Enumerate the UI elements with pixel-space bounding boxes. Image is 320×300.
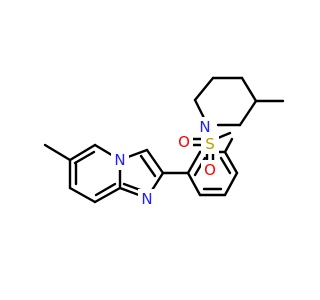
bond-layer <box>43 76 285 204</box>
atom-sulfur: S <box>201 134 219 154</box>
atom-n-imidazole: N <box>138 189 156 209</box>
bond-phenyl-3 <box>223 150 239 175</box>
atom-label: N <box>199 118 210 136</box>
bond-pyridine-6-double <box>73 150 96 165</box>
bond-piperidine-2 <box>193 76 215 102</box>
bond-imidazole-2-double <box>139 154 157 178</box>
bond-piperidine-1 <box>193 98 207 122</box>
bond-phenyl-3-double <box>219 156 232 175</box>
bond-pyridine-2 <box>68 186 97 204</box>
atom-label: O <box>204 161 216 179</box>
bond-sulfur-nitrogen <box>216 131 232 140</box>
atom-label: N <box>141 190 152 208</box>
bond-pyridine-6 <box>68 143 97 162</box>
atom-label: S <box>205 135 215 153</box>
atom-label: O <box>178 133 190 151</box>
bond-piperidine-5 <box>238 99 258 127</box>
bond-piperidine-4 <box>240 76 258 103</box>
atom-layer: N N N S O O <box>111 117 219 209</box>
atom-oxygen-top: O <box>175 132 193 152</box>
atom-oxygen-bottom: O <box>201 160 219 180</box>
bond-pyridine-3-double <box>94 182 117 197</box>
bond-methyl-pyridine <box>43 143 72 162</box>
molecule-structure: N N N S O O <box>43 76 285 209</box>
bond-phenyl-4 <box>223 171 239 197</box>
atom-label: N <box>114 151 125 169</box>
bond-phenyl-sulfur <box>223 137 234 154</box>
atom-n-piperidine: N <box>196 117 214 137</box>
bond-phenyl-1 <box>186 150 202 175</box>
atom-n-pyridinium: N <box>111 150 129 170</box>
bond-pyridine-3 <box>93 186 122 204</box>
bond-phenyl-6 <box>186 171 202 197</box>
bond-imidazole-2 <box>145 148 165 175</box>
